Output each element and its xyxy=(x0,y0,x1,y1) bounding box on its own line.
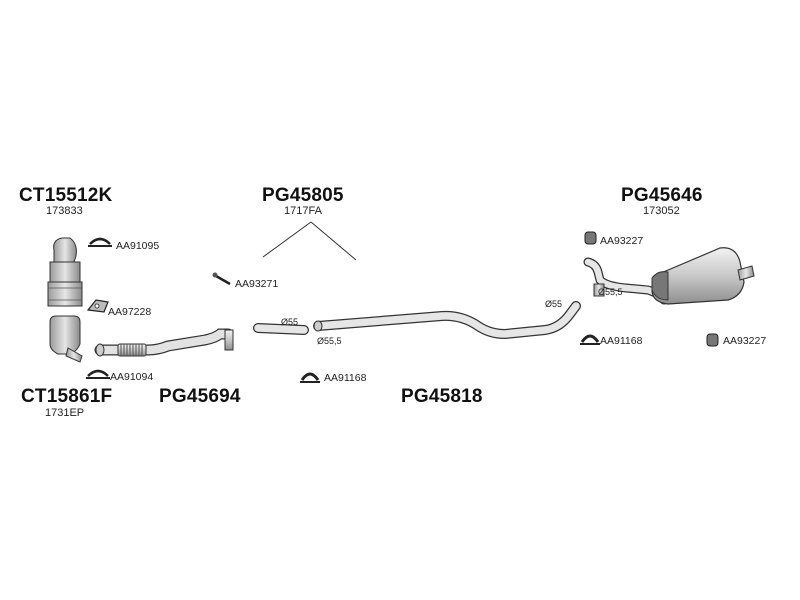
clamp-aa91095[interactable] xyxy=(88,237,112,247)
clamp-aa91094[interactable] xyxy=(86,369,110,379)
front-pipe[interactable] xyxy=(94,328,234,357)
label-aa97228: AA97228 xyxy=(108,306,152,318)
part-code-middle-pipe: PG45818 xyxy=(401,386,483,407)
hanger-aa93227-right[interactable] xyxy=(706,333,719,347)
label-aa93227-top: AA93227 xyxy=(600,235,644,247)
catalyst-upper[interactable] xyxy=(47,237,83,307)
rear-silencer[interactable] xyxy=(583,247,755,305)
label-aa93227-right: AA93227 xyxy=(723,335,767,347)
part-code-front-pipe: PG45694 xyxy=(159,386,241,407)
label-aa91168-mid: AA91168 xyxy=(324,372,367,384)
part-code-kit: PG45805 xyxy=(262,185,344,206)
middle-pipe[interactable] xyxy=(313,301,581,339)
intermediate-pipe[interactable] xyxy=(253,323,309,335)
catalyst-lower[interactable] xyxy=(49,315,83,363)
part-code-rear-silencer: PG45646 xyxy=(621,185,703,206)
part-ref-rear-silencer: 173052 xyxy=(643,205,680,217)
clamp-aa91168-mid[interactable] xyxy=(300,372,320,383)
gasket-aa97228[interactable] xyxy=(86,299,109,313)
label-aa91168-right: AA91168 xyxy=(600,335,643,347)
diameter-front-end: Ø55 xyxy=(281,317,299,327)
diameter-rear-start: Ø55,5 xyxy=(598,287,623,297)
label-aa91095: AA91095 xyxy=(116,240,160,252)
part-code-catalyst-upper: CT15512K xyxy=(19,185,113,206)
part-ref-catalyst-lower: 1731EP xyxy=(45,407,85,419)
clamp-aa91168-right[interactable] xyxy=(580,334,600,345)
diameter-mid-end: Ø55 xyxy=(545,299,563,309)
bolt-aa93271[interactable] xyxy=(212,272,231,286)
diameter-mid-start: Ø55,5 xyxy=(317,336,342,346)
part-code-catalyst-lower: CT15861F xyxy=(21,386,113,407)
label-aa91094: AA91094 xyxy=(110,371,154,383)
part-ref-kit: 1717FA xyxy=(284,205,322,217)
kit-indicator-lines xyxy=(262,221,357,261)
hanger-aa93227-top[interactable] xyxy=(584,231,597,245)
part-ref-catalyst-upper: 173833 xyxy=(46,205,83,217)
label-aa93271: AA93271 xyxy=(235,278,279,290)
